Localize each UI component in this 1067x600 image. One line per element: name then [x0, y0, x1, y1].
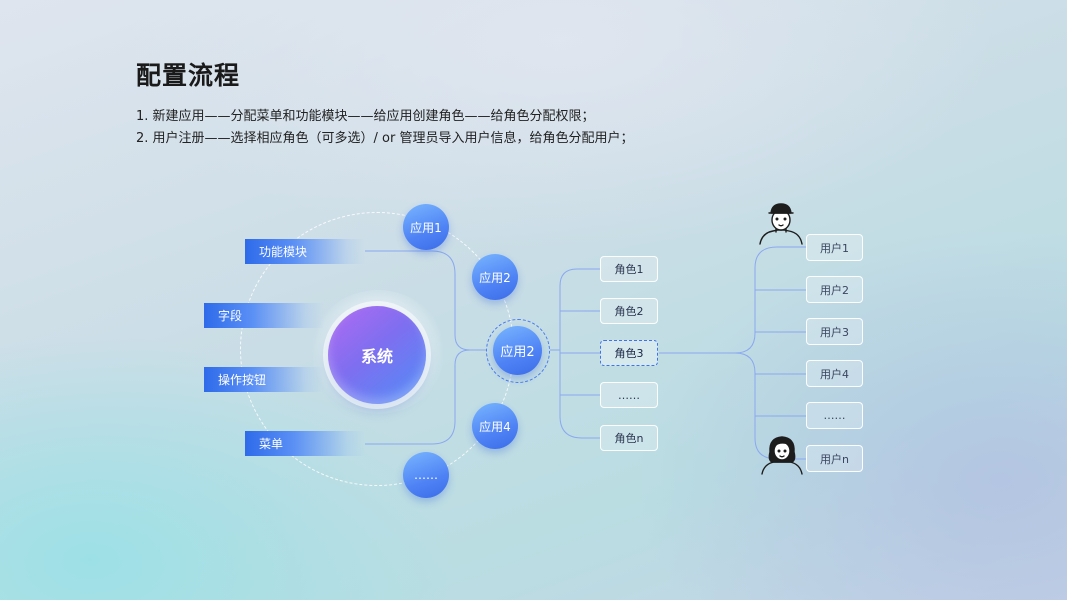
role-box-1: 角色1 — [600, 256, 658, 282]
app-node-more: …… — [403, 452, 449, 498]
male-user-avatar-icon — [759, 203, 803, 245]
user-box-n: 用户n — [806, 445, 863, 472]
role-box-n: 角色n — [600, 425, 658, 451]
hub-node-ring: 应用2 — [486, 319, 550, 383]
user-box-2: 用户2 — [806, 276, 863, 303]
step-2-text: 2. 用户注册——选择相应角色（可多选）/ or 管理员导入用户信息，给角色分配… — [136, 131, 634, 146]
user-box-more: …… — [806, 402, 863, 429]
page-title: 配置流程 — [136, 61, 241, 90]
tag-function-module: 功能模块 — [245, 239, 365, 264]
app-node-1: 应用1 — [403, 204, 449, 250]
role-box-more: …… — [600, 382, 658, 408]
role-box-3-active: 角色3 — [600, 340, 658, 366]
user-box-4: 用户4 — [806, 360, 863, 387]
role-box-2: 角色2 — [600, 298, 658, 324]
tag-menu: 菜单 — [245, 431, 365, 456]
system-core-node: 系统 — [328, 306, 426, 404]
female-user-avatar-icon — [761, 436, 803, 475]
tag-field: 字段 — [204, 303, 324, 328]
app-node-2: 应用2 — [472, 254, 518, 300]
step-1-text: 1. 新建应用——分配菜单和功能模块——给应用创建角色——给角色分配权限； — [136, 109, 595, 124]
app-node-4: 应用4 — [472, 403, 518, 449]
user-box-3: 用户3 — [806, 318, 863, 345]
hub-node: 应用2 — [493, 326, 542, 375]
tag-action-button: 操作按钮 — [204, 367, 324, 392]
user-box-1: 用户1 — [806, 234, 863, 261]
